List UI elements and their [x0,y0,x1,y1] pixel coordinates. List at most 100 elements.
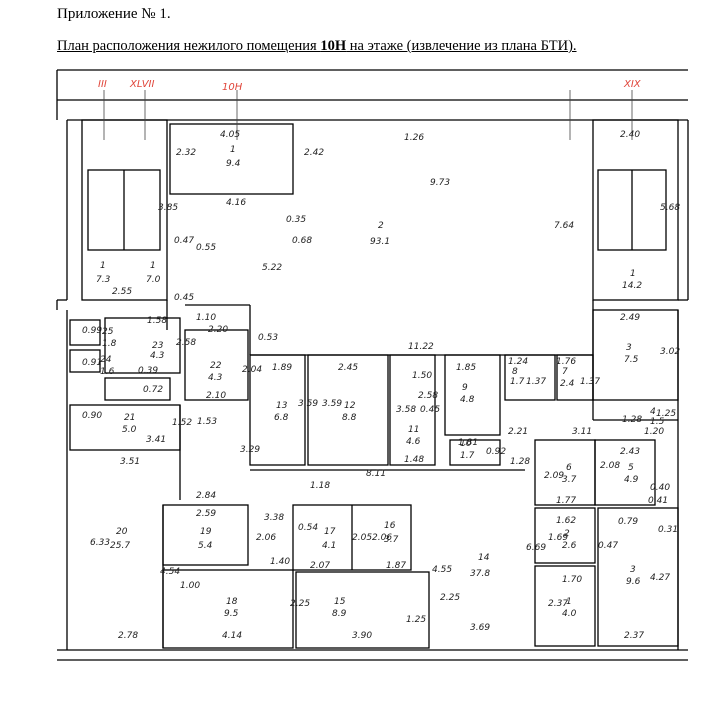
dimension-label: 1.25 [406,615,426,625]
dimension-label: 1.00 [180,581,200,591]
dimension-label: 4.05 [220,130,240,140]
dimension-label: 0.45 [420,405,440,415]
dimension-label: 0.72 [143,385,163,395]
axis-label-iii: III [98,79,107,90]
room-num: 2 [564,529,570,539]
dimension-label: 1.37 [526,377,546,387]
dimension-label: 2.25 [440,593,460,603]
plan-title: План расположения нежилого помещения 10Н… [57,38,577,55]
dimension-label: 2.06 [372,533,392,543]
dimension-label: 0.40 [650,483,670,493]
room-area: 5.4 [198,541,213,551]
room-area: 2.6 [562,541,577,551]
dimension-label: 2.25 [290,599,310,609]
room-num: 25 [102,327,114,337]
dimension-label: 2.58 [176,338,196,348]
room-num: 6 [566,463,572,473]
dimension-label: 6.33 [90,538,110,548]
axis-labels: III XLVII 10Н XIX [98,79,642,93]
room-area: 14.2 [622,281,642,291]
room-num: 15 [334,597,346,607]
dimension-label: 0.55 [196,243,216,253]
dimension-label: 0.99 [82,326,102,336]
plan-title-post: на этаже (извлечение из плана БТИ). [346,38,577,54]
dimension-label: 0.54 [298,523,318,533]
room-area: 4.1 [322,541,336,551]
room-num: 1 [566,597,572,607]
room-area: 7.5 [624,355,639,365]
dimension-label: 1.58 [147,316,167,326]
dimension-label: 1.87 [386,561,406,571]
dimension-label: 1.48 [404,455,424,465]
room-num: 1 [230,145,236,155]
dimension-label: 1.50 [412,371,432,381]
dimension-label: 3.59 [298,399,318,409]
room-area: 4.3 [208,373,223,383]
dimension-label: 2.78 [118,631,138,641]
dimension-label: 0.79 [618,517,638,527]
dimension-label: 0.39 [138,366,158,376]
dimension-label: 1.26 [404,133,424,143]
room-area: 4.8 [460,395,475,405]
appendix-title: Приложение № 1. [57,6,171,22]
dimension-label: 3.41 [146,435,166,445]
room-area: 1.6 [100,367,115,377]
plan-title-bold: 10Н [320,38,347,54]
room-area: 1.5 [650,417,665,427]
dimension-label: 1.24 [508,357,528,367]
room-num: 17 [324,527,336,537]
dimension-label: 0.92 [486,447,506,457]
room-num: 20 [116,527,128,537]
dimension-label: 2.32 [176,148,196,158]
dimension-label: 2.59 [196,509,216,519]
axis-label-xix: XIX [623,79,642,90]
dimension-label: 1.70 [562,575,582,585]
dimension-label: 0.41 [648,496,668,506]
dimension-label: 1.89 [272,363,292,373]
dimension-label: 2.21 [508,427,528,437]
dimension-label: 4.54 [160,567,180,577]
dimension-label: 2.37 [624,631,644,641]
dimension-label: 0.31 [658,525,678,535]
room-num: 16 [384,521,396,531]
room-num: 5 [628,463,634,473]
room-num: 12 [344,401,356,411]
room-num: 21 [124,413,135,423]
dimension-label: 2.55 [112,287,132,297]
dimension-label: 4.55 [432,565,452,575]
dimension-label: 2.40 [620,130,640,140]
dimension-label: 2.37 [548,599,568,609]
dimension-label: 1.52 [172,418,192,428]
room-area: 93.1 [370,237,390,247]
dimension-label: 0.47 [174,236,194,246]
room-area: 7.3 [96,275,111,285]
dimension-label: 2.42 [304,148,324,158]
dimension-label: 3.38 [264,513,284,523]
dimension-label: 4.16 [226,198,246,208]
room-num: 14 [478,553,490,563]
room-num: 1 [100,261,106,271]
room-area: 9.5 [224,609,239,619]
dimension-label: 1.20 [644,427,664,437]
room-num: 7 [562,367,568,377]
dimension-label: 3.59 [322,399,342,409]
dimension-label: 2.07 [310,561,330,571]
room-area: 5.0 [122,425,137,435]
dimension-label: 2.84 [196,491,216,501]
dimension-label: 11.22 [408,342,434,352]
dimension-label: 2.09 [544,471,564,481]
dimension-label: 3.51 [120,457,140,467]
room-area: 9.6 [626,577,641,587]
room-num: 11 [408,425,419,435]
dimension-label: 4.27 [650,573,670,583]
room-num: 23 [152,341,164,351]
room-num: 2 [378,221,384,231]
dimension-label: 5.22 [262,263,282,273]
dimension-label: 1.28 [622,415,642,425]
dimension-label: 1.25 [656,409,676,419]
dimension-label: 0.68 [292,236,312,246]
dimension-label: 9.73 [430,178,450,188]
dimension-label: 3.11 [572,427,592,437]
